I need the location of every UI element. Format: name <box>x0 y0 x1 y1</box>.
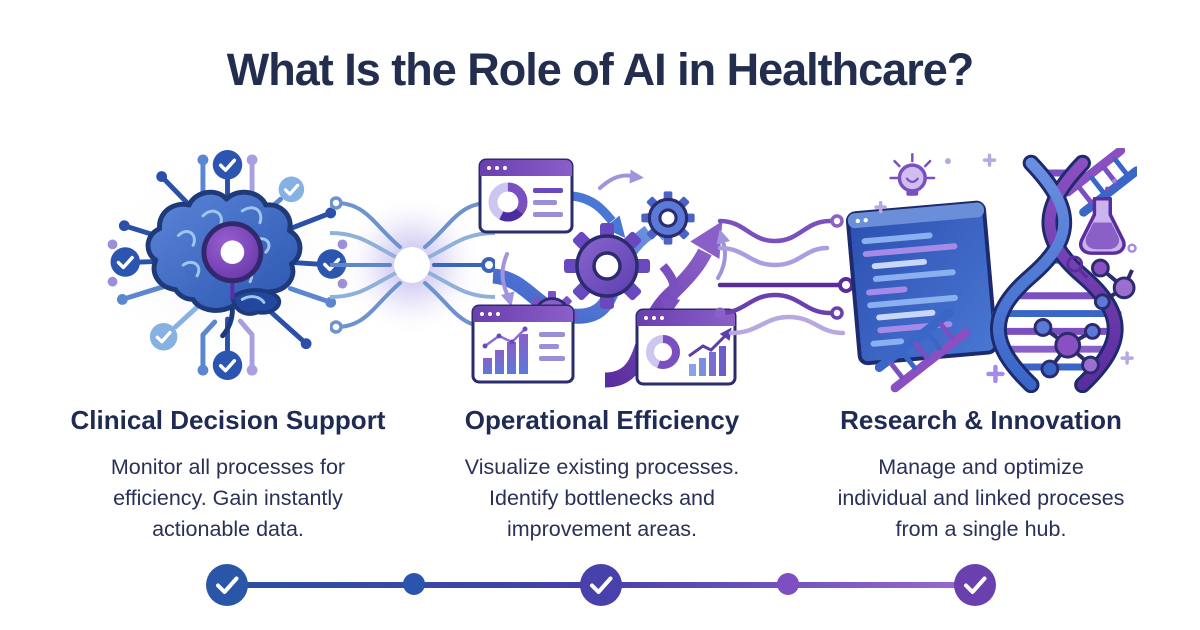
magnifier-icon <box>1066 255 1089 279</box>
browser-window-report <box>635 308 737 386</box>
timeline-node-check-1 <box>205 563 249 612</box>
column-description-line: actionable data. <box>152 517 304 541</box>
flask-icon <box>1079 178 1126 255</box>
page-title: What Is the Role of AI in Healthcare? <box>226 44 974 95</box>
purple-circuit-traces <box>715 203 860 341</box>
column-description-line: improvement areas. <box>507 517 697 541</box>
column-description-line: individual and linked proceses <box>837 486 1125 510</box>
timeline-node-dot-2 <box>777 573 799 600</box>
gear-icon-top <box>641 191 695 245</box>
column-clinical-decision-support: Clinical Decision Support Monitor all pr… <box>38 405 418 545</box>
lightbulb-icon <box>889 152 936 196</box>
column-description-line: from a single hub. <box>895 517 1067 541</box>
column-description-line: Manage and optimize <box>878 455 1084 479</box>
brain-icon <box>145 189 303 339</box>
column-description-line: efficiency. Gain instantly <box>113 486 343 510</box>
column-description-line: Identify bottlenecks and <box>489 486 715 510</box>
molecule-icon-right <box>1090 258 1136 311</box>
column-heading: Clinical Decision Support <box>70 405 386 435</box>
browser-window-donut <box>478 158 574 234</box>
core-node-icon <box>201 221 264 300</box>
column-heading: Operational Efficiency <box>464 405 740 435</box>
brain-circuit-illustration <box>85 140 370 390</box>
timeline-node-check-2 <box>579 563 623 612</box>
workflow-illustration <box>455 148 755 393</box>
column-description-line: Monitor all processes for <box>110 455 346 479</box>
dna-ladder-top <box>1063 148 1137 217</box>
column-research-innovation: Research & Innovation Manage and optimiz… <box>786 405 1176 545</box>
timeline-node-dot-1 <box>403 573 425 600</box>
research-illustration <box>845 148 1137 393</box>
browser-window-bars <box>471 304 575 384</box>
sparkle-icons <box>874 153 1134 384</box>
dna-ladder-bottom <box>874 308 970 393</box>
curve-arrow-icons <box>500 169 731 307</box>
molecule-icon-bottom <box>1033 318 1101 379</box>
code-window-icon <box>845 200 998 366</box>
column-operational-efficiency: Operational Efficiency Visualize existin… <box>412 405 792 545</box>
column-heading: Research & Innovation <box>840 405 1122 435</box>
timeline-node-check-3 <box>953 563 997 612</box>
column-description-line: Visualize existing processes. <box>464 455 740 479</box>
gear-icon-large <box>564 223 650 309</box>
